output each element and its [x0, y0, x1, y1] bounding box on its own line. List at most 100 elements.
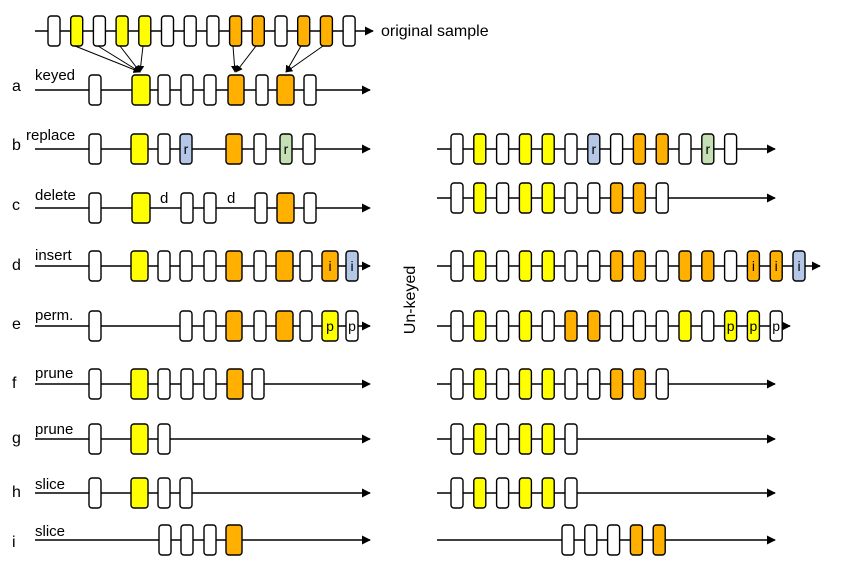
sample-box [253, 133, 267, 165]
keying-arrow [231, 45, 239, 73]
sample-box [183, 15, 197, 47]
sample-box [180, 74, 194, 106]
sample-box [541, 310, 555, 342]
sample-box-r [587, 133, 601, 165]
sample-box [518, 133, 533, 165]
sample-box [495, 250, 510, 282]
sample-box-p [345, 310, 359, 342]
sample-box [495, 423, 510, 455]
sample-box [450, 477, 464, 509]
sample-box [609, 250, 624, 282]
sample-box [302, 133, 316, 165]
sample-tag-label: p [326, 318, 334, 334]
sample-box [203, 74, 217, 106]
sample-box [157, 423, 171, 455]
sample-tag-label: p [772, 318, 780, 334]
sample-box [130, 477, 149, 509]
sample-box [158, 524, 172, 556]
sample-box [541, 182, 555, 214]
sample-box [47, 15, 61, 47]
sample-box [130, 423, 149, 455]
sample-box [609, 368, 624, 400]
sample-tag-label: r [591, 141, 596, 157]
sample-box [115, 15, 129, 47]
sample-box [88, 368, 102, 400]
sample-box [518, 182, 533, 214]
sample-box [473, 182, 487, 214]
sample-box [541, 477, 555, 509]
sample-box [655, 182, 669, 214]
sample-box [227, 74, 245, 106]
sample-box [255, 74, 269, 106]
sample-box [609, 182, 624, 214]
sample-box-r [279, 133, 293, 165]
keying-arrow [97, 45, 141, 73]
deleted-marker: d [227, 190, 235, 207]
keying-arrow [235, 45, 257, 73]
sample-box [225, 133, 243, 165]
sample-box-p [746, 310, 761, 342]
deleted-marker: d [160, 190, 168, 207]
sample-box [473, 310, 487, 342]
sample-box [541, 250, 555, 282]
sample-box [179, 310, 193, 342]
sample-box [632, 250, 647, 282]
sample-box [157, 74, 171, 106]
sample-box [632, 133, 647, 165]
sample-box [652, 524, 666, 556]
op-label: slice [35, 476, 65, 493]
sample-box [564, 250, 578, 282]
sample-box [88, 133, 102, 165]
sample-box [275, 310, 294, 342]
sample-box [88, 74, 102, 106]
keying-arrows [74, 45, 324, 73]
sample-box [253, 310, 267, 342]
sample-box [450, 250, 464, 282]
sample-box [587, 310, 601, 342]
sample-box [473, 477, 487, 509]
sample-box-r [179, 133, 193, 165]
sample-box [203, 250, 217, 282]
sample-box [564, 133, 578, 165]
sample-box [225, 524, 243, 556]
sample-box [678, 310, 692, 342]
row-letter: a [12, 78, 21, 95]
sample-box [251, 368, 265, 400]
sample-box [564, 477, 578, 509]
sample-box [564, 182, 578, 214]
sample-box [564, 423, 578, 455]
sample-box [655, 368, 669, 400]
sample-box [518, 477, 533, 509]
sample-tag-label: r [705, 141, 710, 157]
sample-box [495, 133, 510, 165]
sample-box [723, 133, 738, 165]
sample-box [450, 368, 464, 400]
sample-box [226, 368, 244, 400]
row-letter: f [12, 375, 17, 392]
sample-tag-label: i [775, 258, 778, 274]
sample-box [629, 524, 644, 556]
keying-arrow [137, 45, 145, 73]
op-label: perm. [35, 307, 73, 324]
sample-box-p [723, 310, 738, 342]
sample-box [131, 192, 151, 224]
sample-box [473, 250, 487, 282]
sample-box [655, 310, 669, 342]
sample-tag-label: i [328, 258, 331, 274]
op-label: prune [35, 365, 73, 382]
sample-box-i [321, 250, 339, 282]
sample-box [518, 250, 533, 282]
sample-box [632, 182, 647, 214]
sample-box [450, 182, 464, 214]
sample-box [632, 310, 647, 342]
sample-box [495, 477, 510, 509]
sample-tag-label: i [350, 258, 353, 274]
op-label: slice [35, 523, 65, 540]
row-letter: h [12, 484, 21, 501]
keying-arrow [74, 45, 141, 73]
sample-box [303, 74, 317, 106]
sample-box [701, 250, 715, 282]
sample-tag-label: r [184, 141, 189, 157]
sample-box [131, 74, 151, 106]
